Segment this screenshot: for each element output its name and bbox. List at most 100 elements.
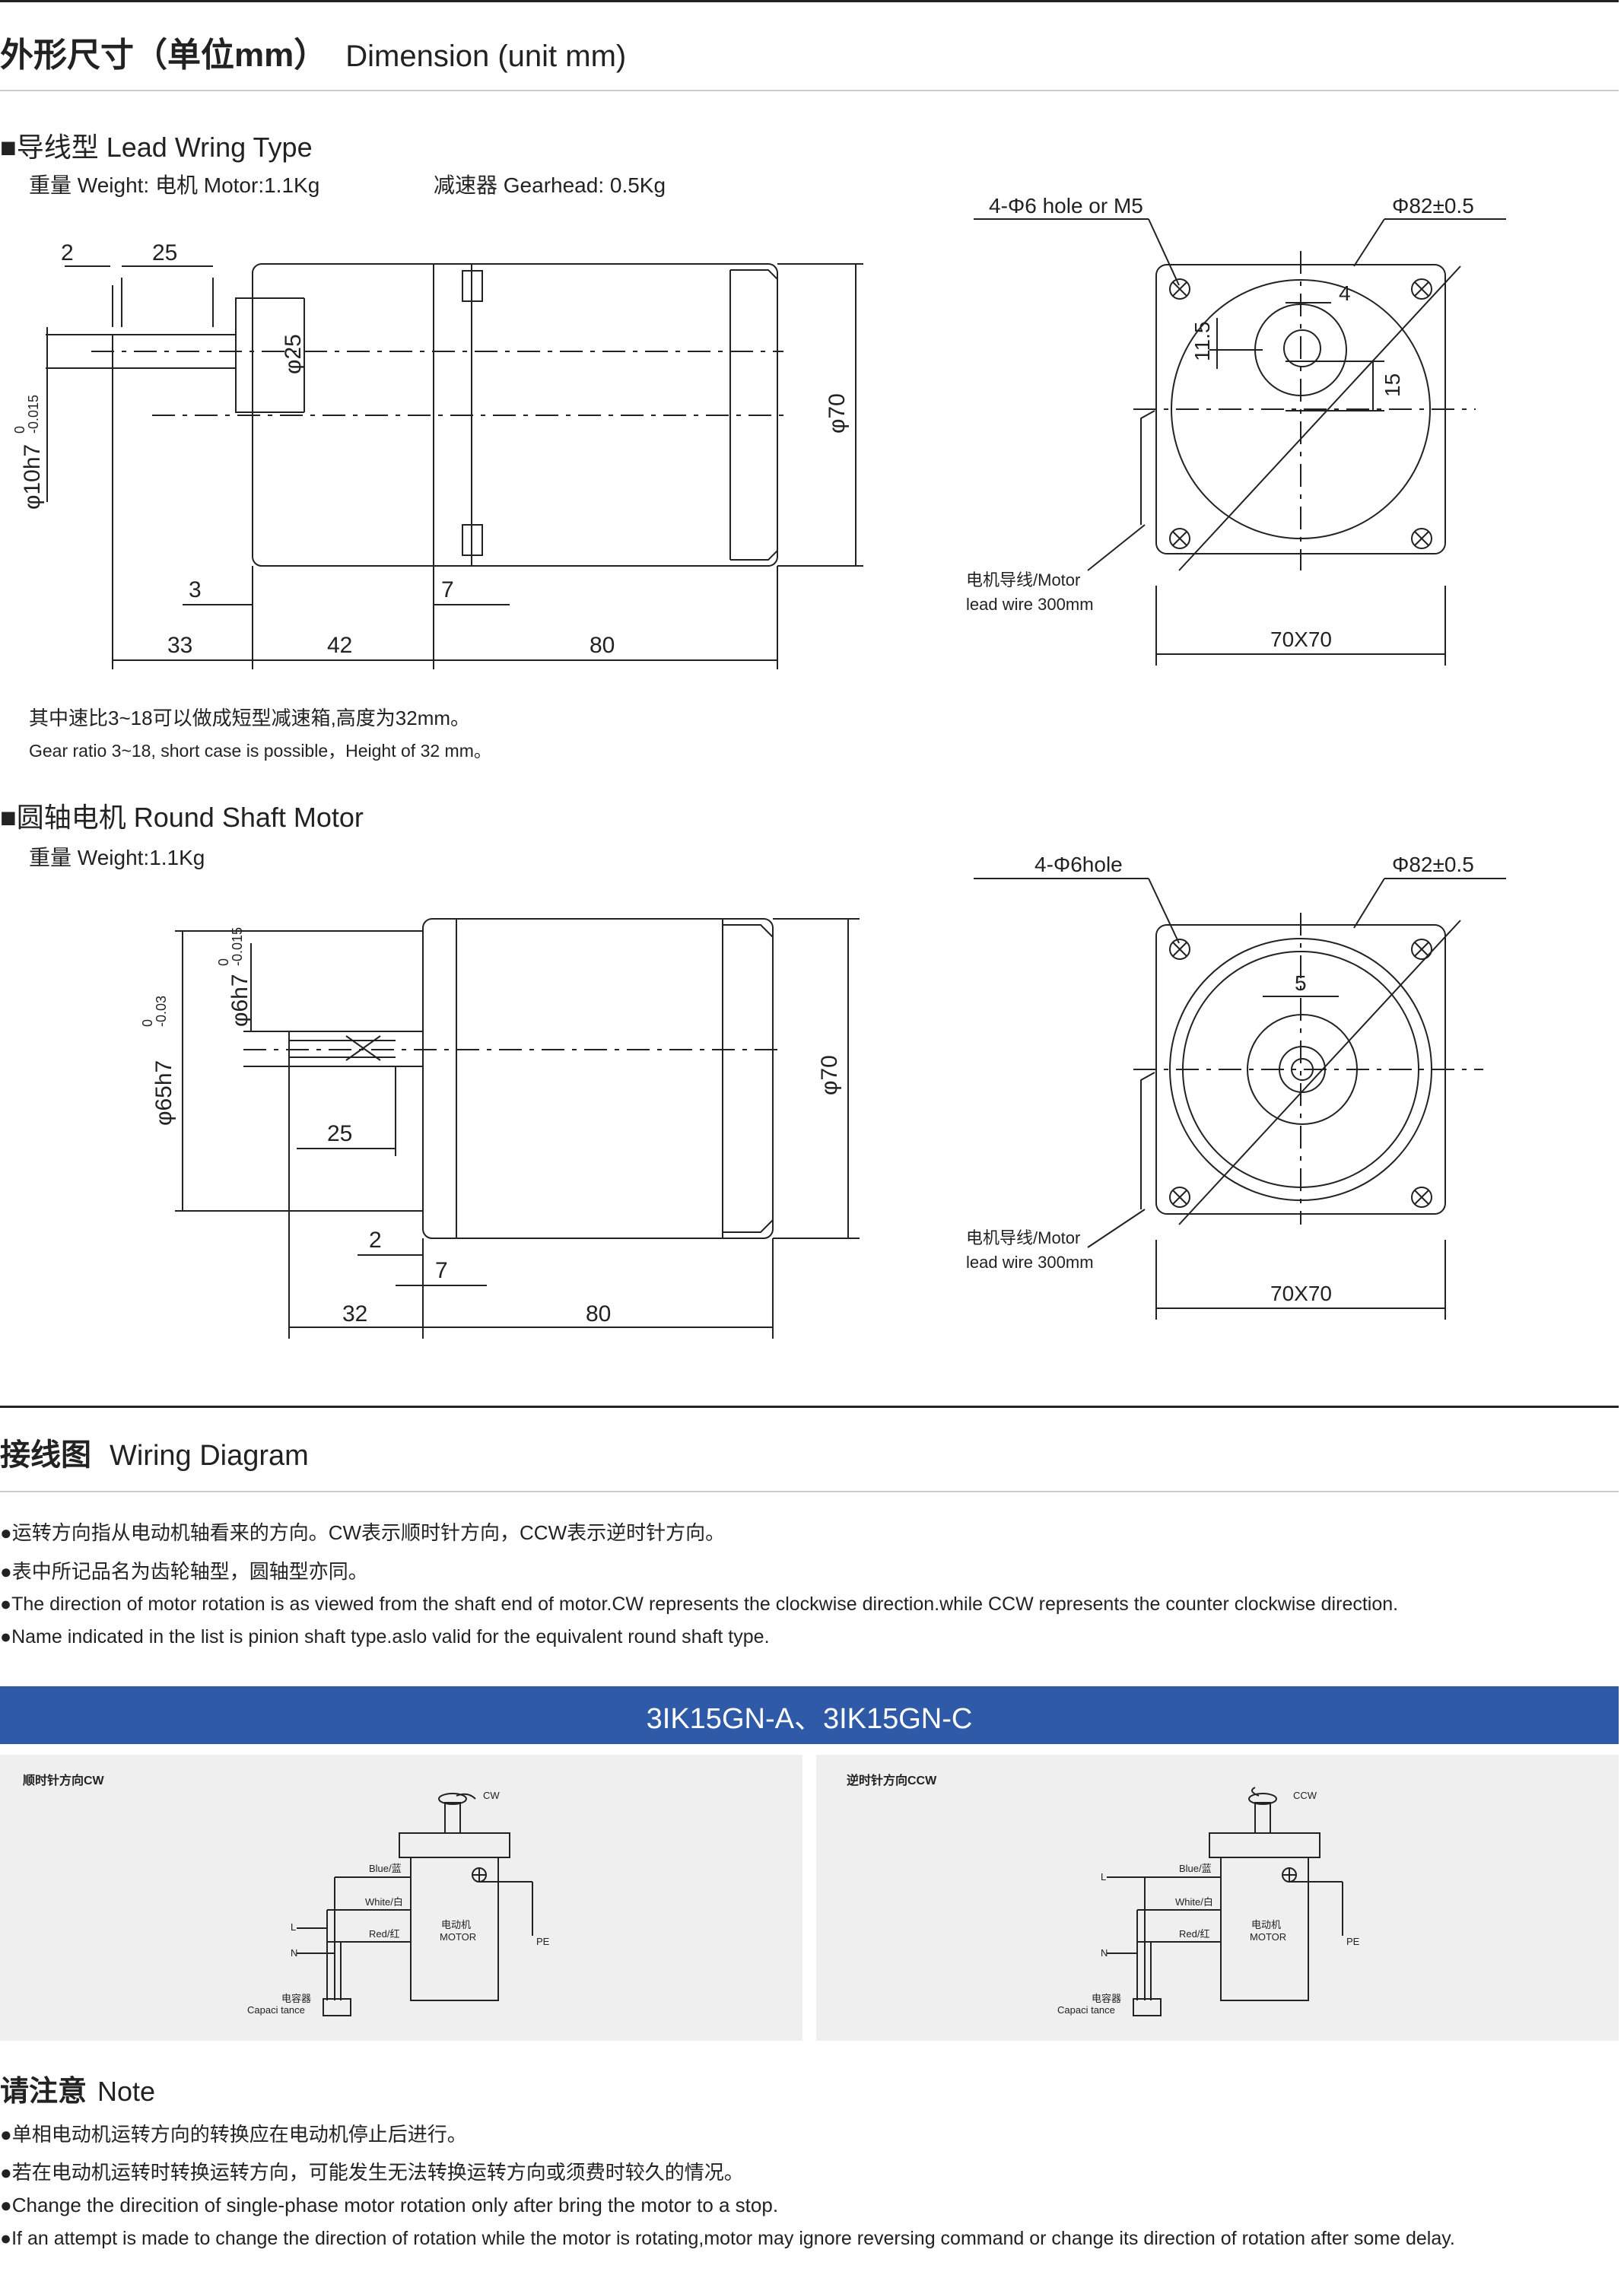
dim-round-80: 80: [586, 1301, 611, 1327]
lead-heading: ■导线型 Lead Wring Type: [0, 132, 313, 163]
dim-lead-tol-dn: -0.015: [26, 395, 41, 434]
header-divider: [0, 90, 1619, 91]
cw-arrow-label: CW: [483, 1790, 500, 1801]
lead-front-d11-5: 11.5: [1190, 322, 1214, 361]
title-en: Dimension (unit mm): [345, 40, 627, 73]
dim-lead-42: 42: [327, 633, 352, 658]
wiring-rule: [0, 1406, 1619, 1408]
wiring-bullet-1: ●运转方向指从电动机轴看来的方向。CW表示顺时针方向，CCW表示逆时针方向。: [0, 1521, 726, 1544]
lead-front-hole: 4-Φ6 hole or M5: [989, 194, 1143, 218]
dim-round-tol65-dn: -0.03: [154, 996, 169, 1027]
cw-white: White/白: [365, 1896, 403, 1908]
wiring-title-zh: 接线图: [0, 1438, 91, 1472]
lead-note-zh: 其中速比3~18可以做成短型减速箱,高度为32mm。: [29, 707, 471, 729]
round-front-d5: 5: [1295, 971, 1307, 995]
ccw-L: L: [1101, 1871, 1106, 1883]
ccw-red: Red/红: [1179, 1928, 1209, 1940]
note-item-2: ●若在电动机运转时转换运转方向，可能发生无法转换运转方向或须费时较久的情况。: [0, 2161, 744, 2184]
cw-diagram: CW Blue/蓝 White/白 Red/红 L N 电动机 MOTOR PE…: [247, 1790, 550, 2016]
cw-pe: PE: [536, 1936, 550, 1947]
ccw-cap-zh: 电容器: [1092, 1993, 1121, 2004]
note-title: 请注意 Note: [0, 2067, 155, 2109]
note-item-1: ●单相电动机运转方向的转换应在电动机停止后进行。: [0, 2123, 467, 2146]
dim-round-tol6-dn: -0.015: [230, 927, 245, 966]
cw-L: L: [291, 1921, 296, 1933]
ccw-blue: Blue/蓝: [1179, 1863, 1212, 1874]
wiring-bullet-4: ●Name indicated in the list is pinion sh…: [0, 1626, 770, 1647]
dim-round-phi70: φ70: [817, 1055, 842, 1095]
ccw-motor-zh: 电动机: [1251, 1919, 1281, 1930]
dim-lead-phi10: φ10h7: [20, 444, 45, 510]
wiring-title: 接线图 Wiring Diagram: [0, 1430, 309, 1474]
dim-round-2: 2: [369, 1228, 382, 1253]
lead-side-drawing: 2 25 φ25 φ70 φ10h7 0 -0.015 3 7 33 42 80: [12, 240, 863, 669]
note-item-4: ●If an attempt is made to change the dir…: [0, 2228, 1455, 2249]
wiring-bullet-2: ●表中所记品名为齿轮轴型，圆轴型亦同。: [0, 1560, 368, 1583]
lead-note-en: Gear ratio 3~18, short case is possible，…: [29, 741, 491, 761]
dim-round-phi6: φ6h7: [227, 974, 253, 1027]
round-front-pcd: Φ82±0.5: [1392, 853, 1474, 876]
dim-lead-33: 33: [167, 633, 192, 658]
ccw-panel: [816, 1755, 1619, 2041]
title-zh: 外形尺寸（单位mm）: [0, 37, 328, 74]
ccw-pe: PE: [1346, 1936, 1360, 1947]
lead-front-pcd: Φ82±0.5: [1392, 194, 1474, 218]
ccw-diagram: CCW Blue/蓝 White/白 Red/红 L N 电动机 MOTOR P…: [1057, 1787, 1360, 2016]
ccw-label: 逆时针方向CCW: [847, 1775, 937, 1787]
note-title-en: Note: [97, 2076, 156, 2107]
model-bar: 3IK15GN-A、3IK15GN-C: [0, 1686, 1619, 1744]
round-side-drawing: φ6h7 0 -0.015 φ65h7 0 -0.03 φ70 25 2 7 3…: [140, 918, 860, 1339]
cw-panel: [0, 1755, 802, 2041]
dim-lead-25: 25: [152, 240, 177, 265]
note-title-zh: 请注意: [0, 2076, 87, 2108]
round-front-wire-zh: 电机导线/Motor: [966, 1228, 1080, 1247]
cw-cap-en: Capaci tance: [247, 2004, 305, 2016]
dim-lead-3: 3: [189, 577, 202, 602]
cw-blue: Blue/蓝: [369, 1863, 402, 1874]
dim-round-7: 7: [435, 1258, 448, 1283]
wiring-bullet-3: ●The direction of motor rotation is as v…: [0, 1593, 1399, 1615]
dim-lead-2: 2: [61, 240, 74, 265]
round-heading: ■圆轴电机 Round Shaft Motor: [0, 802, 364, 833]
ccw-arrow-label: CCW: [1293, 1790, 1317, 1801]
dim-lead-7: 7: [441, 577, 454, 602]
lead-front-d4: 4: [1339, 281, 1351, 305]
ccw-motor-en: MOTOR: [1250, 1931, 1286, 1943]
wiring-title-en: Wiring Diagram: [110, 1440, 309, 1472]
lead-front-drawing: 4-Φ6 hole or M5 Φ82±0.5 4 11.5 15 电机导线/M…: [966, 194, 1506, 666]
round-motor-body: [422, 918, 774, 1239]
top-rule: [0, 0, 1619, 2]
lead-front-d15: 15: [1381, 373, 1404, 397]
dim-lead-phi25: φ25: [281, 334, 306, 374]
ccw-N: N: [1101, 1947, 1108, 1959]
lead-weight-motor: 重量 Weight: 电机 Motor:1.1Kg: [29, 173, 320, 197]
round-front-square-label: 70X70: [1270, 1282, 1332, 1305]
dim-round-25: 25: [327, 1121, 352, 1146]
lead-front-square-label: 70X70: [1270, 628, 1332, 651]
round-front-hole: 4-Φ6hole: [1034, 853, 1123, 876]
dim-round-tol6-up: 0: [216, 958, 231, 966]
lead-front-wire-en: lead wire 300mm: [966, 595, 1094, 614]
lead-weight-gear: 减速器 Gearhead: 0.5Kg: [434, 173, 666, 197]
dim-round-tol65-up: 0: [140, 1019, 155, 1027]
lead-front-wire-zh: 电机导线/Motor: [966, 570, 1080, 589]
wiring-divider: [0, 1491, 1619, 1492]
cw-cap-zh: 电容器: [281, 1993, 311, 2004]
note-item-3: ●Change the direcition of single-phase m…: [0, 2194, 779, 2216]
dim-lead-80: 80: [590, 633, 615, 658]
dim-round-phi65: φ65h7: [151, 1060, 176, 1126]
cw-N: N: [291, 1947, 297, 1959]
dim-lead-tol-up: 0: [12, 426, 27, 434]
round-front-drawing: 4-Φ6hole Φ82±0.5 5 电机导线/Motor lead wire …: [966, 853, 1506, 1320]
round-weight: 重量 Weight:1.1Kg: [29, 846, 205, 869]
page-title: 外形尺寸（单位mm） Dimension (unit mm): [0, 27, 626, 76]
cw-label: 顺时针方向CW: [23, 1775, 104, 1787]
cw-red: Red/红: [369, 1928, 399, 1940]
dim-round-32: 32: [342, 1301, 367, 1327]
cw-motor-zh: 电动机: [441, 1919, 471, 1930]
ccw-cap-en: Capaci tance: [1057, 2004, 1115, 2016]
ccw-white: White/白: [1175, 1896, 1213, 1908]
dim-lead-phi70: φ70: [825, 393, 850, 434]
cw-motor-en: MOTOR: [440, 1931, 476, 1943]
round-front-wire-en: lead wire 300mm: [966, 1253, 1094, 1272]
